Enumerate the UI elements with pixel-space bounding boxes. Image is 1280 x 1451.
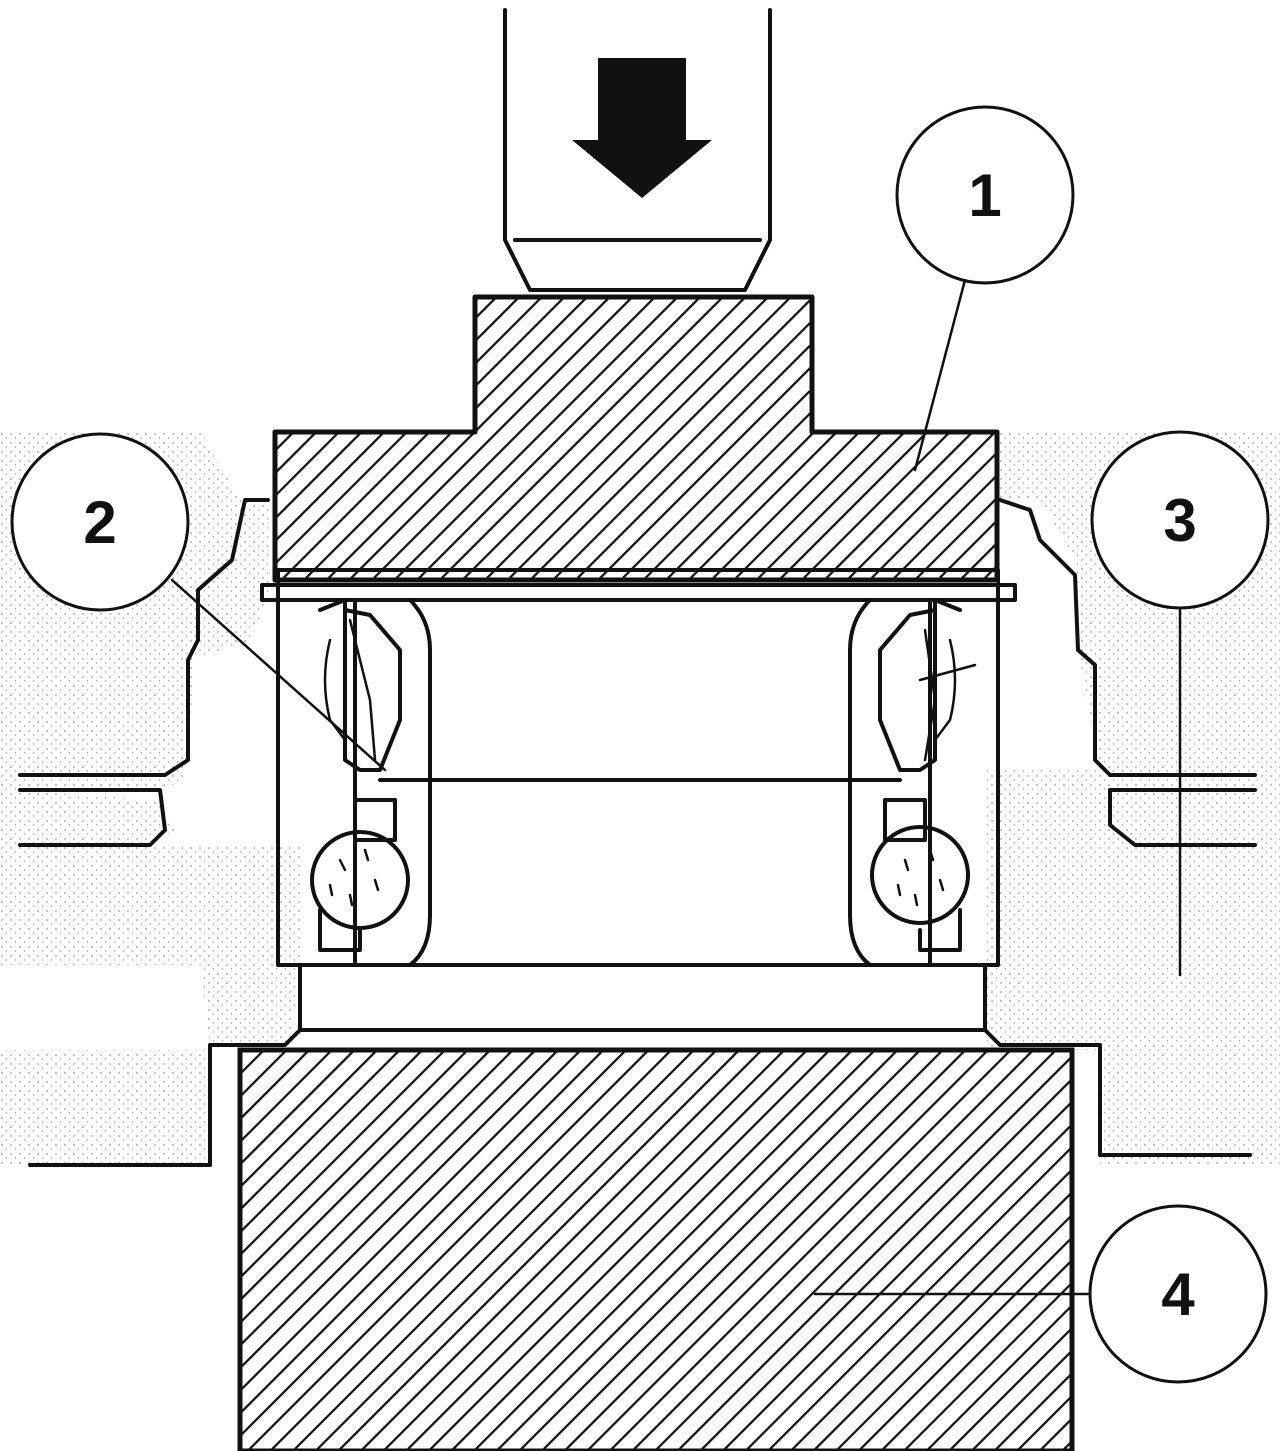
support-sleeve [237, 1047, 1075, 1451]
leader-line-1 [913, 278, 967, 472]
press-adapter [272, 294, 1000, 583]
callout-circle-2 [10, 432, 190, 612]
callout-label-4: 4 [1161, 1261, 1195, 1328]
right-bearing-row [870, 598, 977, 952]
housing-outlines [18, 498, 1257, 1167]
press-direction-arrow-icon [572, 58, 712, 198]
callout-label-2: 2 [83, 489, 116, 556]
callout-2: 2 [10, 432, 190, 612]
callout-circle-1 [895, 105, 1075, 285]
callout-3: 3 [1090, 430, 1270, 610]
housing-left-lower [0, 790, 300, 1045]
callout-label-1: 1 [968, 162, 1001, 229]
housing-left-base [0, 1050, 205, 1165]
callout-label-3: 3 [1163, 487, 1196, 554]
callout-1: 1 [895, 105, 1075, 285]
callout-circle-3 [1090, 430, 1270, 610]
wheel-bearing [260, 568, 1017, 1032]
left-bearing-row [310, 598, 410, 952]
leader-line-2 [170, 578, 387, 772]
press-ram [503, 8, 772, 292]
housing-right-base [1100, 1050, 1280, 1165]
housing-left-body [0, 845, 300, 965]
callout-4: 4 [1088, 1204, 1268, 1384]
housing-right-body [985, 770, 1280, 1050]
callout-circle-4 [1088, 1204, 1268, 1384]
leader-lines [170, 278, 1182, 1296]
